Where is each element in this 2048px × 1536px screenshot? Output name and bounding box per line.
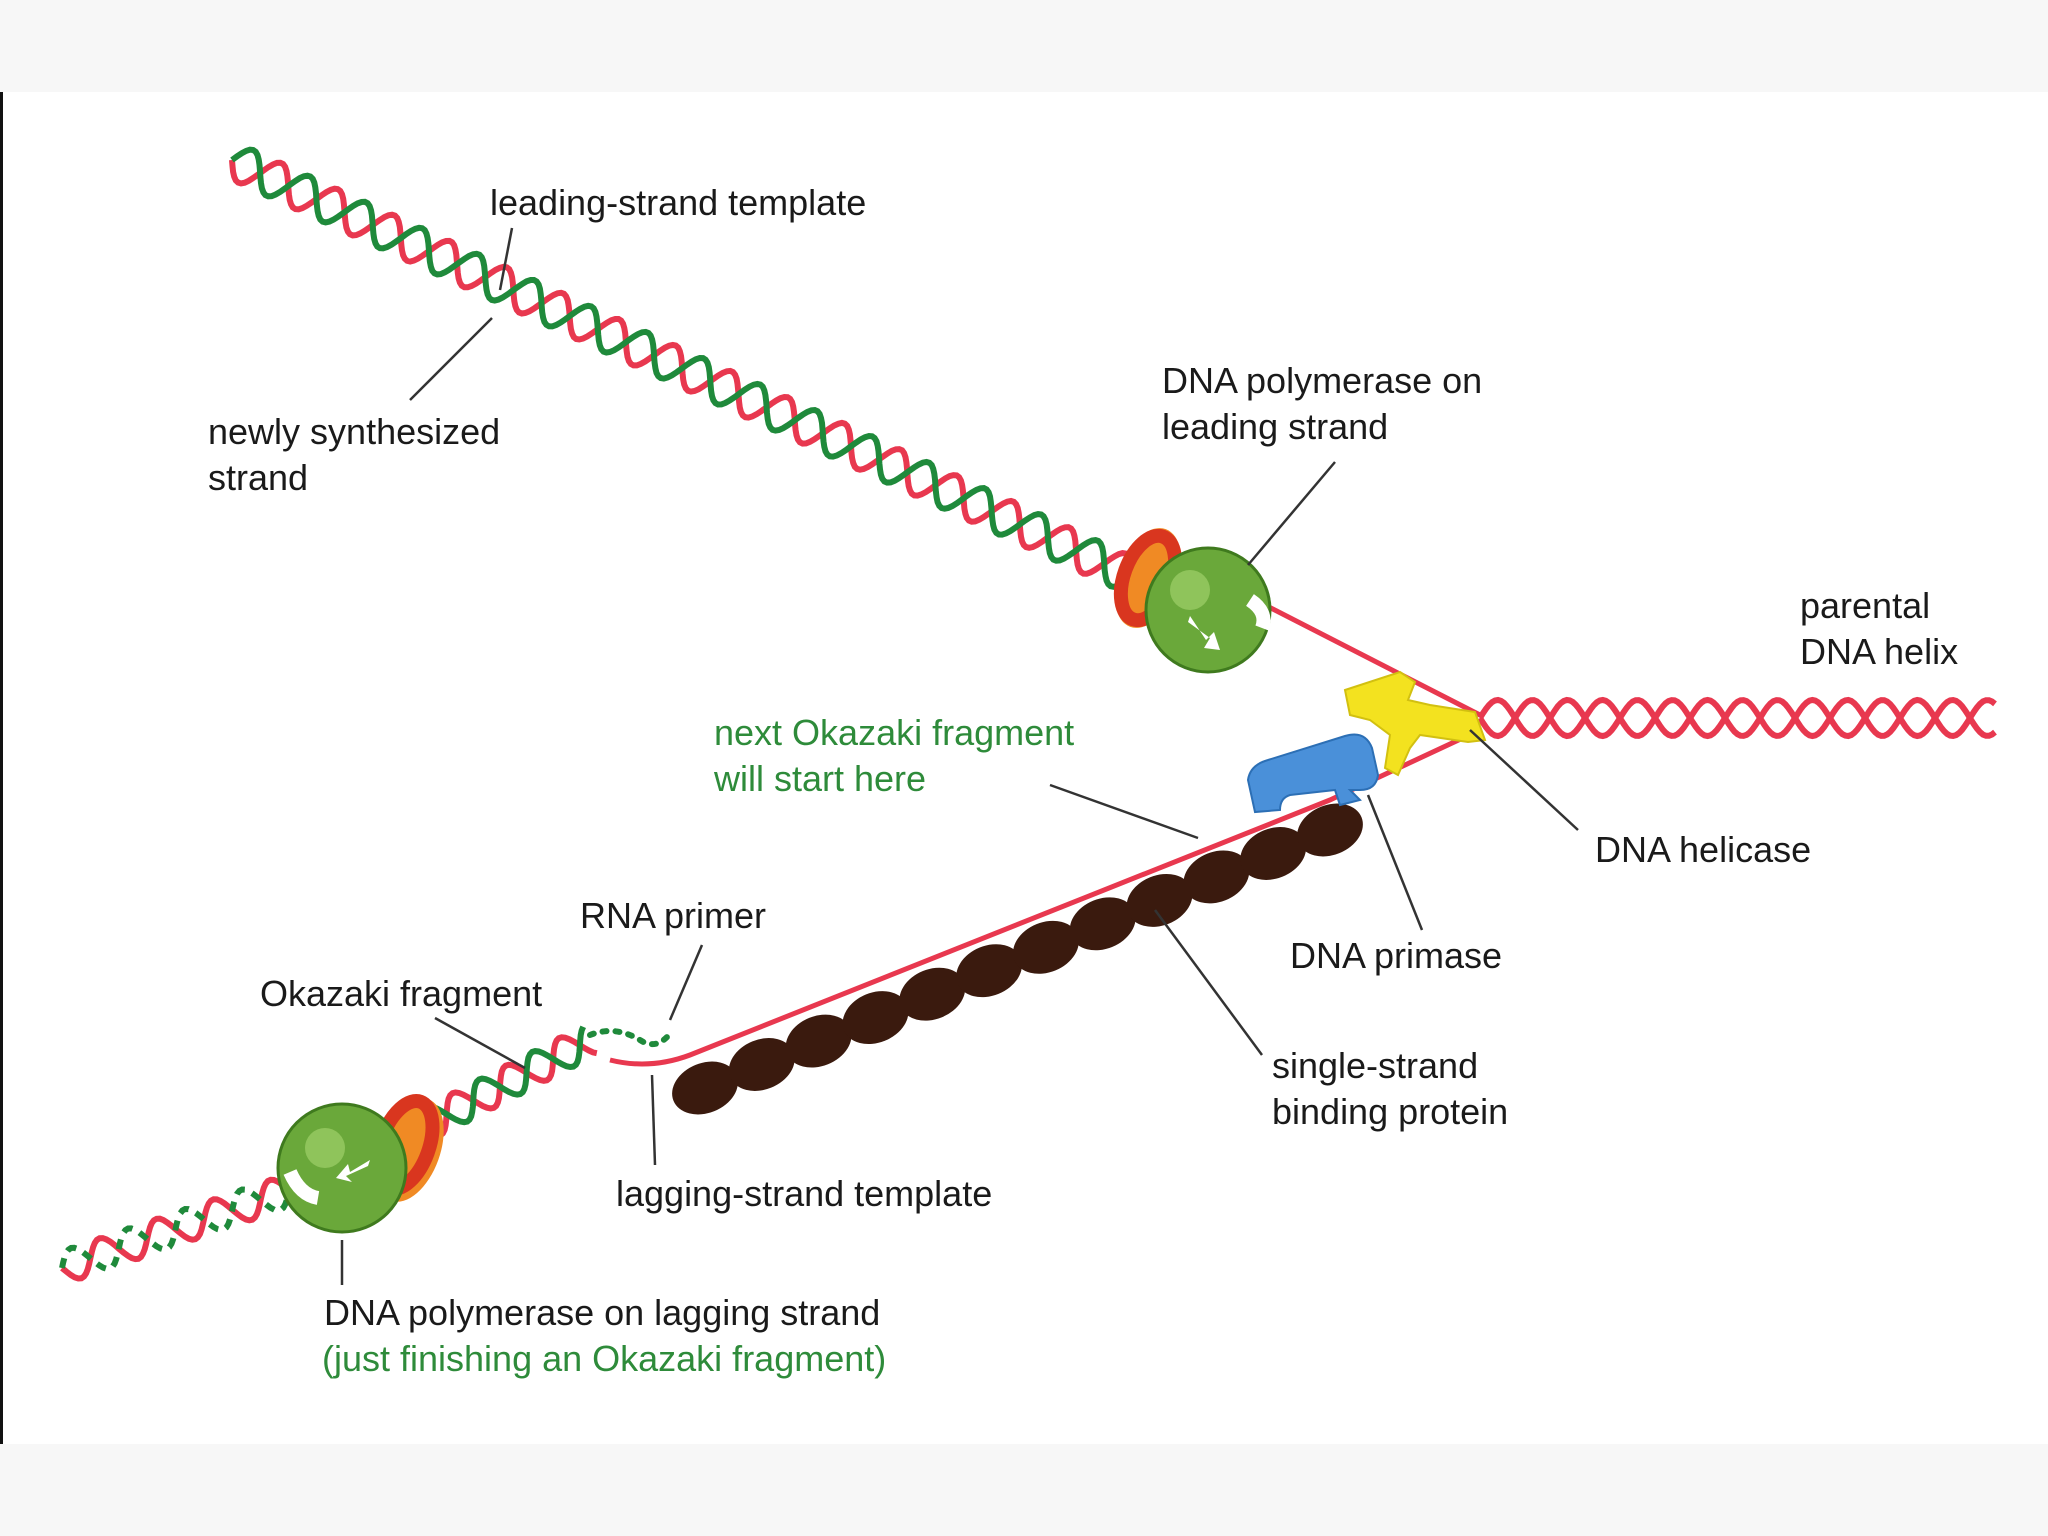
label-dna-helicase: DNA helicase xyxy=(1595,829,1811,870)
helix-strand-b xyxy=(230,146,1148,590)
label-newly-synthesized-line1: newly synthesized xyxy=(208,411,500,452)
ssb-protein xyxy=(785,1014,852,1068)
leading-template-single-strand xyxy=(1263,602,1482,718)
single-strand-binding-proteins xyxy=(672,803,1363,1115)
okazaki-fragment-duplex xyxy=(417,1025,598,1140)
helix-strand-a xyxy=(229,159,1138,593)
leader-helicase xyxy=(1469,729,1579,831)
leading-strand-duplex xyxy=(229,146,1148,593)
label-newly-synthesized-line2: strand xyxy=(208,457,308,498)
helix-strand-b xyxy=(417,1025,586,1129)
leader-newly-synthesized xyxy=(409,317,493,401)
label-lagging-strand-template: lagging-strand template xyxy=(616,1173,992,1214)
rna-primer xyxy=(587,1028,671,1048)
leader-ssb xyxy=(1153,909,1264,1056)
ssb-protein xyxy=(1183,850,1250,904)
leader-lagging-template xyxy=(650,1074,657,1166)
ssb-protein xyxy=(1013,920,1079,974)
lagging-finished-duplex xyxy=(59,1176,293,1282)
ssb-protein xyxy=(956,944,1022,998)
label-ssb-line2: binding protein xyxy=(1272,1091,1508,1132)
label-dna-primase: DNA primase xyxy=(1290,935,1502,976)
ssb-protein xyxy=(728,1038,795,1091)
label-next-okazaki-line2: will start here xyxy=(713,758,926,799)
label-leading-strand-template: leading-strand template xyxy=(490,182,866,223)
ssb-protein xyxy=(842,991,909,1045)
label-ssb-line1: single-strand xyxy=(1272,1045,1478,1086)
leader-okazaki-fragment xyxy=(434,1016,526,1070)
left-edge-bar xyxy=(0,92,3,1444)
label-polymerase-lagging-line2: (just finishing an Okazaki fragment) xyxy=(322,1338,886,1379)
bottom-margin-band xyxy=(0,1444,2048,1536)
ssb-protein xyxy=(1240,827,1307,880)
helix-strand-a xyxy=(1477,696,1997,740)
dna-primase xyxy=(1246,733,1380,814)
lagging-template-single-strand xyxy=(609,727,1482,1067)
label-polymerase-lagging-line1: DNA polymerase on lagging strand xyxy=(324,1292,880,1333)
label-parental-line1: parental xyxy=(1800,585,1930,626)
ssb-protein xyxy=(899,967,966,1021)
helix-strand-b xyxy=(59,1186,293,1272)
dna-helicase xyxy=(1343,670,1487,777)
label-okazaki-fragment: Okazaki fragment xyxy=(260,973,542,1014)
ssb-protein xyxy=(672,1061,738,1115)
helix-strand-b xyxy=(1477,696,1997,740)
leader-primase xyxy=(1366,794,1424,931)
label-rna-primer: RNA primer xyxy=(580,895,766,936)
parental-dna-helix xyxy=(1477,696,1997,740)
leader-rna-primer xyxy=(668,944,704,1021)
label-polymerase-leading-line2: leading strand xyxy=(1162,406,1388,447)
leader-next-okazaki xyxy=(1049,783,1199,840)
lagging-strand-polymerase xyxy=(276,1094,444,1234)
ssb-protein xyxy=(1069,897,1136,951)
leading-strand-polymerase xyxy=(1113,528,1272,674)
leader-polymerase-leading xyxy=(1247,461,1336,566)
label-parental-line2: DNA helix xyxy=(1800,631,1958,672)
label-polymerase-leading-line1: DNA polymerase on xyxy=(1162,360,1482,401)
ssb-protein xyxy=(1126,873,1193,927)
helix-strand-a xyxy=(418,1034,598,1140)
label-next-okazaki-line1: next Okazaki fragment xyxy=(714,712,1074,753)
ssb-protein xyxy=(1297,803,1363,857)
leader-leading-template xyxy=(498,227,514,291)
top-margin-band xyxy=(0,0,2048,92)
